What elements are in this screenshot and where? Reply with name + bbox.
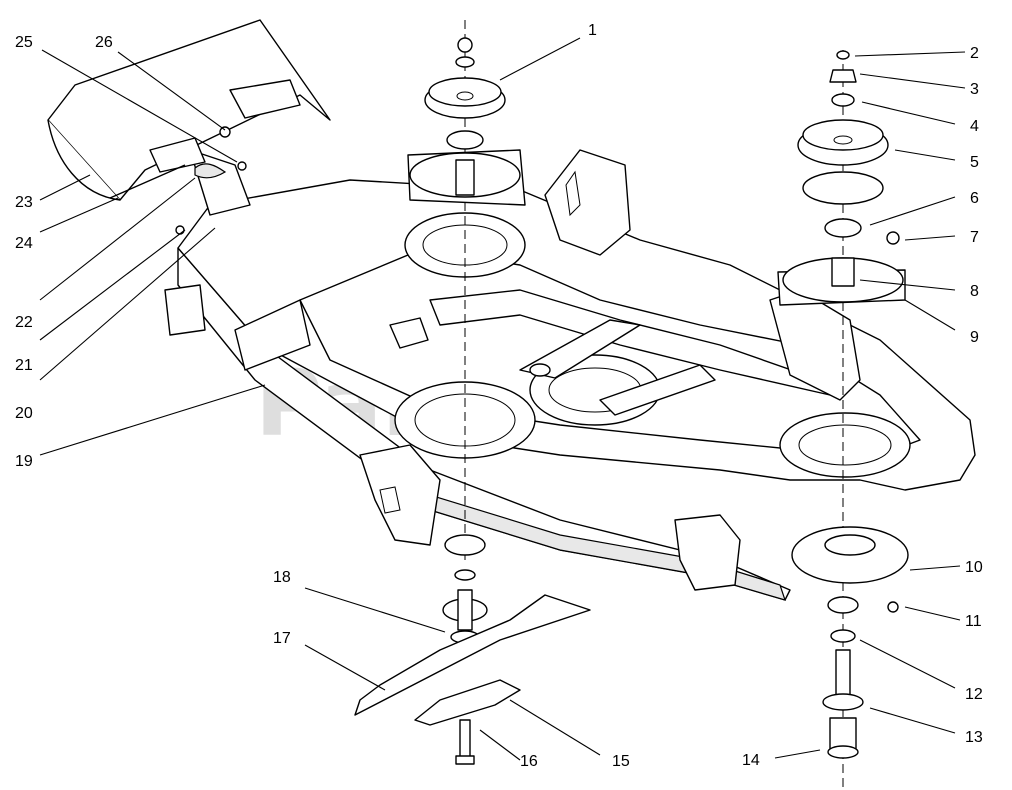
right-spindle-pulley-stack bbox=[777, 50, 909, 790]
callout-11: 11 bbox=[965, 613, 982, 630]
callout-labels: 1 2 3 4 5 6 7 8 9 10 11 12 13 14 15 16 1… bbox=[15, 22, 983, 770]
front-hitch-bracket bbox=[359, 444, 441, 546]
callout-21: 21 bbox=[15, 357, 33, 374]
callout-10: 10 bbox=[965, 559, 983, 576]
callout-20: 20 bbox=[15, 405, 33, 422]
blade-stiffener bbox=[414, 679, 521, 726]
blade-bolt bbox=[455, 719, 475, 765]
side-hitch-bracket bbox=[164, 284, 206, 336]
callout-23: 23 bbox=[15, 194, 33, 211]
callout-6: 6 bbox=[970, 190, 979, 207]
discharge-chute bbox=[47, 19, 331, 235]
front-right-bracket bbox=[674, 514, 741, 591]
callout-16: 16 bbox=[520, 753, 538, 770]
callout-14: 14 bbox=[742, 752, 760, 769]
callout-18: 18 bbox=[273, 569, 291, 586]
mower-blade bbox=[354, 594, 591, 716]
callout-13: 13 bbox=[965, 729, 983, 746]
idler-arm bbox=[519, 319, 716, 416]
callout-12: 12 bbox=[965, 686, 983, 703]
callout-9: 9 bbox=[970, 329, 979, 346]
callout-2: 2 bbox=[970, 45, 979, 62]
callout-7: 7 bbox=[970, 229, 979, 246]
callout-26: 26 bbox=[95, 34, 113, 51]
callout-22: 22 bbox=[15, 314, 33, 331]
callout-3: 3 bbox=[970, 81, 979, 98]
callout-4: 4 bbox=[970, 118, 979, 135]
rear-bracket bbox=[544, 149, 631, 256]
callout-8: 8 bbox=[970, 283, 979, 300]
leader-lines bbox=[39, 37, 966, 761]
callout-25: 25 bbox=[15, 34, 33, 51]
callout-15: 15 bbox=[612, 753, 630, 770]
callout-19: 19 bbox=[15, 453, 33, 470]
callout-17: 17 bbox=[273, 630, 291, 647]
callout-5: 5 bbox=[970, 154, 979, 171]
callout-1: 1 bbox=[588, 22, 597, 39]
callout-24: 24 bbox=[15, 235, 33, 252]
